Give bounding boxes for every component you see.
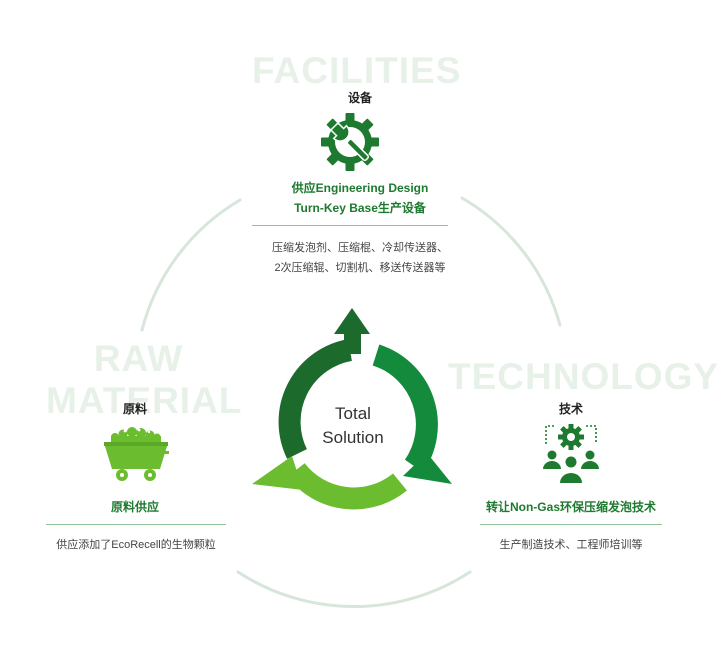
technology-heading: 技术 <box>558 402 583 416</box>
cycle-arrowhead-dark <box>334 308 370 334</box>
watermark-raw: RAW <box>93 338 184 379</box>
watermark-material: MATERIAL <box>46 380 243 421</box>
watermark-raw-material: RAW MATERIAL <box>46 338 243 422</box>
center-label-line1: Total <box>335 404 371 423</box>
facilities-divider <box>252 225 448 226</box>
center-label: Total Solution <box>303 402 403 450</box>
raw-material-heading: 原料 <box>122 402 147 416</box>
center-label-line2: Solution <box>322 428 384 447</box>
raw-material-divider <box>46 524 226 525</box>
facilities-desc-line1: 压缩发泡剂、压缩棍、冷却传送器、 <box>272 242 448 254</box>
circle-arc-upper-left <box>140 198 242 332</box>
facilities-heading: 设备 <box>347 91 372 105</box>
technology-title: 转让Non-Gas环保压缩发泡技术 <box>485 500 656 514</box>
circle-arc-upper-right <box>460 196 562 327</box>
watermark-facilities: FACILITIES <box>252 50 462 91</box>
mine-cart-icon <box>104 427 169 481</box>
facilities-description: 压缩发泡剂、压缩棍、冷却传送器、 2次压缩辊、切割机、移送传送器等 <box>240 238 480 278</box>
cycle-arc-mid <box>372 344 438 473</box>
cycle-arc-light <box>287 462 407 510</box>
team-gear-icon <box>543 424 599 483</box>
facilities-title-line2: Turn-Key Base生产设备 <box>294 201 426 215</box>
cycle-arrowhead-mid <box>403 453 452 484</box>
circle-arc-bottom <box>236 570 472 608</box>
cycle-arrowhead-light <box>252 456 303 490</box>
raw-material-title: 原料供应 <box>110 500 159 514</box>
raw-material-description: 供应添加了EcoRecell的生物颗粒 <box>56 539 216 551</box>
watermark-technology: TECHNOLOGY <box>448 356 720 397</box>
facilities-desc-line2: 2次压缩辊、切割机、移送传送器等 <box>274 262 446 274</box>
technology-description: 生产制造技术、工程师培训等 <box>499 539 643 551</box>
cycle-arc-dark <box>278 339 353 459</box>
cycle-arrow-dark-stem <box>344 330 361 354</box>
facilities-title-line1: 供应Engineering Design <box>291 181 429 195</box>
facilities-title: 供应Engineering Design Turn-Key Base生产设备 <box>250 178 470 218</box>
gear-wrench-icon <box>321 113 379 171</box>
technology-divider <box>480 524 662 525</box>
